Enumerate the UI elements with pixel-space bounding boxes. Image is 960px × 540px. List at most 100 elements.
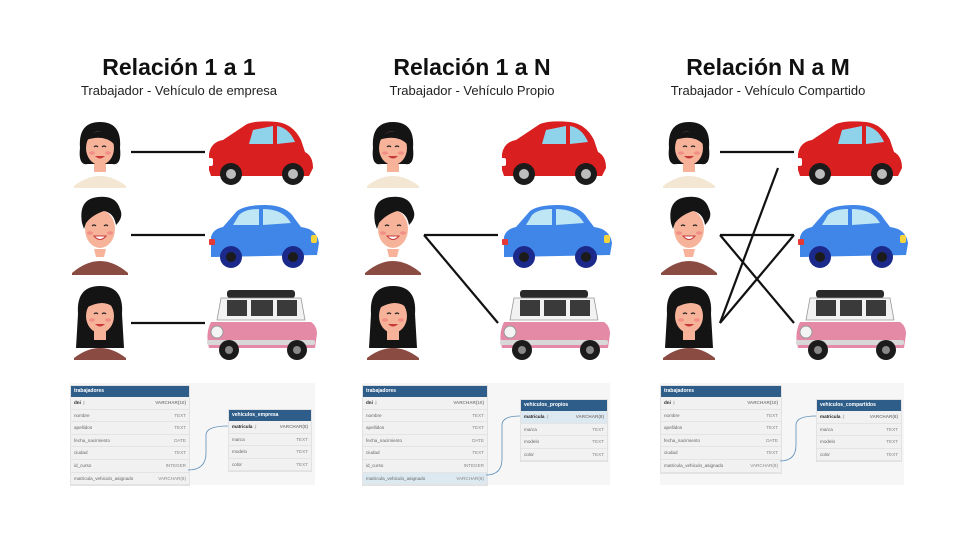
- field-type: VARCHAR(10): [155, 400, 186, 405]
- field-name: matricula: [820, 414, 841, 419]
- field-type: TEXT: [592, 451, 604, 457]
- field-name: nombre: [664, 412, 680, 418]
- relation-illustration: [71, 121, 319, 361]
- key-icon: ⚷: [80, 400, 86, 405]
- field-name: nombre: [366, 412, 382, 418]
- car-pink-icon: [206, 289, 318, 361]
- table-row: nombre TEXT: [363, 410, 487, 423]
- worker-woman-long-hair-avatar: [73, 285, 127, 361]
- field-type: TEXT: [766, 450, 778, 456]
- table-row: matricula_vehiculo_asignado VARCHAR(8): [71, 473, 189, 486]
- worker-man-avatar: [660, 196, 718, 276]
- table-vehiculos-empresa: vehiculos_empresa matricula ⚷VARCHAR(8)m…: [228, 409, 312, 473]
- panel-one-to-one: Relación 1 a 1 Trabajador - Vehículo de …: [19, 0, 339, 540]
- field-type: TEXT: [174, 412, 186, 418]
- field-type: TEXT: [296, 461, 308, 467]
- field-type: VARCHAR(8): [575, 414, 604, 419]
- field-type: TEXT: [472, 412, 484, 418]
- field-type: TEXT: [296, 449, 308, 455]
- panel-many-to-many: Relación N a M Trabajador - Vehículo Com…: [608, 0, 928, 540]
- table-vehiculos-propios: vehiculos_propios matricula ⚷VARCHAR(8)m…: [520, 399, 608, 463]
- car-pink-icon: [499, 289, 611, 361]
- key-icon: ⚷: [372, 400, 378, 405]
- field-name: marca: [820, 426, 833, 432]
- field-type: TEXT: [296, 436, 308, 442]
- field-type: TEXT: [886, 426, 898, 432]
- field-type: DATE: [766, 437, 778, 443]
- panel-subtitle: Trabajador - Vehículo de empresa: [80, 83, 278, 98]
- field-type: TEXT: [472, 425, 484, 431]
- field-type: TEXT: [766, 425, 778, 431]
- field-name: modelo: [232, 449, 248, 455]
- field-name: modelo: [524, 439, 540, 445]
- link-line: [718, 167, 780, 324]
- worker-woman-long-hair-avatar: [366, 285, 420, 361]
- field-name: matricula: [232, 424, 253, 429]
- panel-title: Relación N a M: [686, 54, 850, 80]
- field-name: dni: [366, 400, 373, 405]
- field-name: color: [232, 461, 242, 467]
- worker-woman-long-hair-avatar: [662, 285, 716, 361]
- car-blue-icon: [502, 205, 612, 268]
- field-name: matricula_vehiculo_asignado: [664, 462, 724, 468]
- field-name: apellidos: [74, 425, 93, 431]
- table-row: marca TEXT: [817, 424, 901, 437]
- worker-man-avatar: [364, 196, 422, 276]
- field-name: id_curso: [366, 462, 384, 468]
- table-row: ciudad TEXT: [661, 447, 781, 460]
- table-row: matricula_vehiculo_asignado VARCHAR(8): [661, 460, 781, 473]
- relation-lines: [131, 150, 205, 325]
- foreign-key-connector: [485, 415, 521, 476]
- panel-title: Relación 1 a 1: [102, 54, 256, 80]
- field-type: VARCHAR(8): [158, 475, 186, 481]
- field-type: INTEGER: [463, 462, 484, 468]
- table-row: dni ⚷VARCHAR(10): [71, 397, 189, 410]
- relation-lines: [423, 233, 499, 324]
- field-name: color: [524, 451, 534, 457]
- field-name: nombre: [74, 412, 90, 418]
- field-name: dni: [664, 400, 671, 405]
- field-type: VARCHAR(8): [750, 462, 778, 468]
- field-type: VARCHAR(8): [869, 414, 898, 419]
- table-header: vehiculos_propios: [521, 400, 607, 411]
- key-icon: ⚷: [670, 400, 676, 405]
- worker-woman-avatar: [366, 121, 420, 189]
- field-name: marca: [524, 426, 537, 432]
- table-row: matricula ⚷VARCHAR(8): [229, 421, 311, 434]
- table-row: matricula ⚷VARCHAR(8): [817, 411, 901, 424]
- field-name: matricula_vehiculo_asignado: [74, 475, 134, 481]
- relation-illustration: [660, 121, 908, 361]
- panel-title: Relación 1 a N: [393, 54, 551, 80]
- relation-lines: [718, 150, 795, 324]
- field-name: ciudad: [664, 450, 678, 456]
- field-type: TEXT: [886, 439, 898, 445]
- field-type: TEXT: [174, 450, 186, 456]
- field-name: matricula_vehiculo_asignado: [366, 475, 426, 481]
- worker-woman-avatar: [73, 121, 127, 189]
- field-type: TEXT: [592, 426, 604, 432]
- car-blue-icon: [209, 205, 319, 268]
- foreign-key-connector: [779, 415, 817, 462]
- table-row: apellidos TEXT: [363, 422, 487, 435]
- panel-one-to-many: Relación 1 a N Trabajador - Vehículo Pro…: [312, 0, 632, 540]
- car-blue-icon: [798, 205, 908, 268]
- field-name: apellidos: [366, 425, 385, 431]
